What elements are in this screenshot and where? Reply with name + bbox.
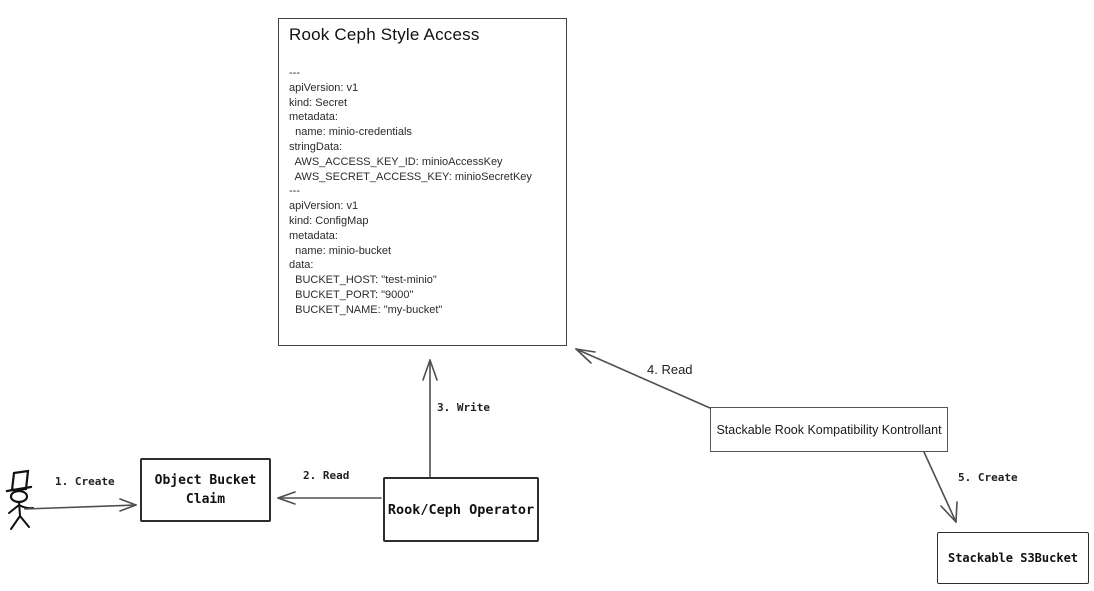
node-rook-ceph-operator: Rook/Ceph Operator: [383, 477, 539, 542]
arrow-3-write: [422, 359, 438, 478]
edge-label-5-create: 5. Create: [958, 471, 1018, 484]
code-panel-title: Rook Ceph Style Access: [289, 25, 480, 44]
edge-label-4-read: 4. Read: [647, 362, 693, 377]
node-label: Stackable S3Bucket: [947, 551, 1079, 565]
edge-label-3-write: 3. Write: [437, 401, 490, 414]
node-label: Object Bucket Claim: [154, 472, 257, 508]
arrow-1-create: [24, 498, 137, 512]
node-stackable-rook-kompatibility-kontrollant: Stackable Rook Kompatibility Kontrollant: [710, 407, 948, 452]
arrow-5-create: [923, 451, 958, 523]
node-label: Stackable Rook Kompatibility Kontrollant: [716, 422, 942, 437]
node-rook-ceph-style-access: Rook Ceph Style Access --- apiVersion: v…: [278, 18, 567, 346]
edge-label-1-create: 1. Create: [55, 475, 115, 488]
node-label: Rook/Ceph Operator: [387, 501, 535, 518]
yaml-code-block: --- apiVersion: v1 kind: Secret metadata…: [289, 67, 532, 316]
stick-figure-icon: [5, 469, 34, 530]
edge-label-2-read: 2. Read: [303, 469, 350, 482]
node-stackable-s3bucket: Stackable S3Bucket: [937, 532, 1089, 584]
arrow-4-read: [575, 348, 711, 409]
node-object-bucket-claim: Object Bucket Claim: [140, 458, 271, 522]
arrow-2-read: [277, 491, 382, 505]
